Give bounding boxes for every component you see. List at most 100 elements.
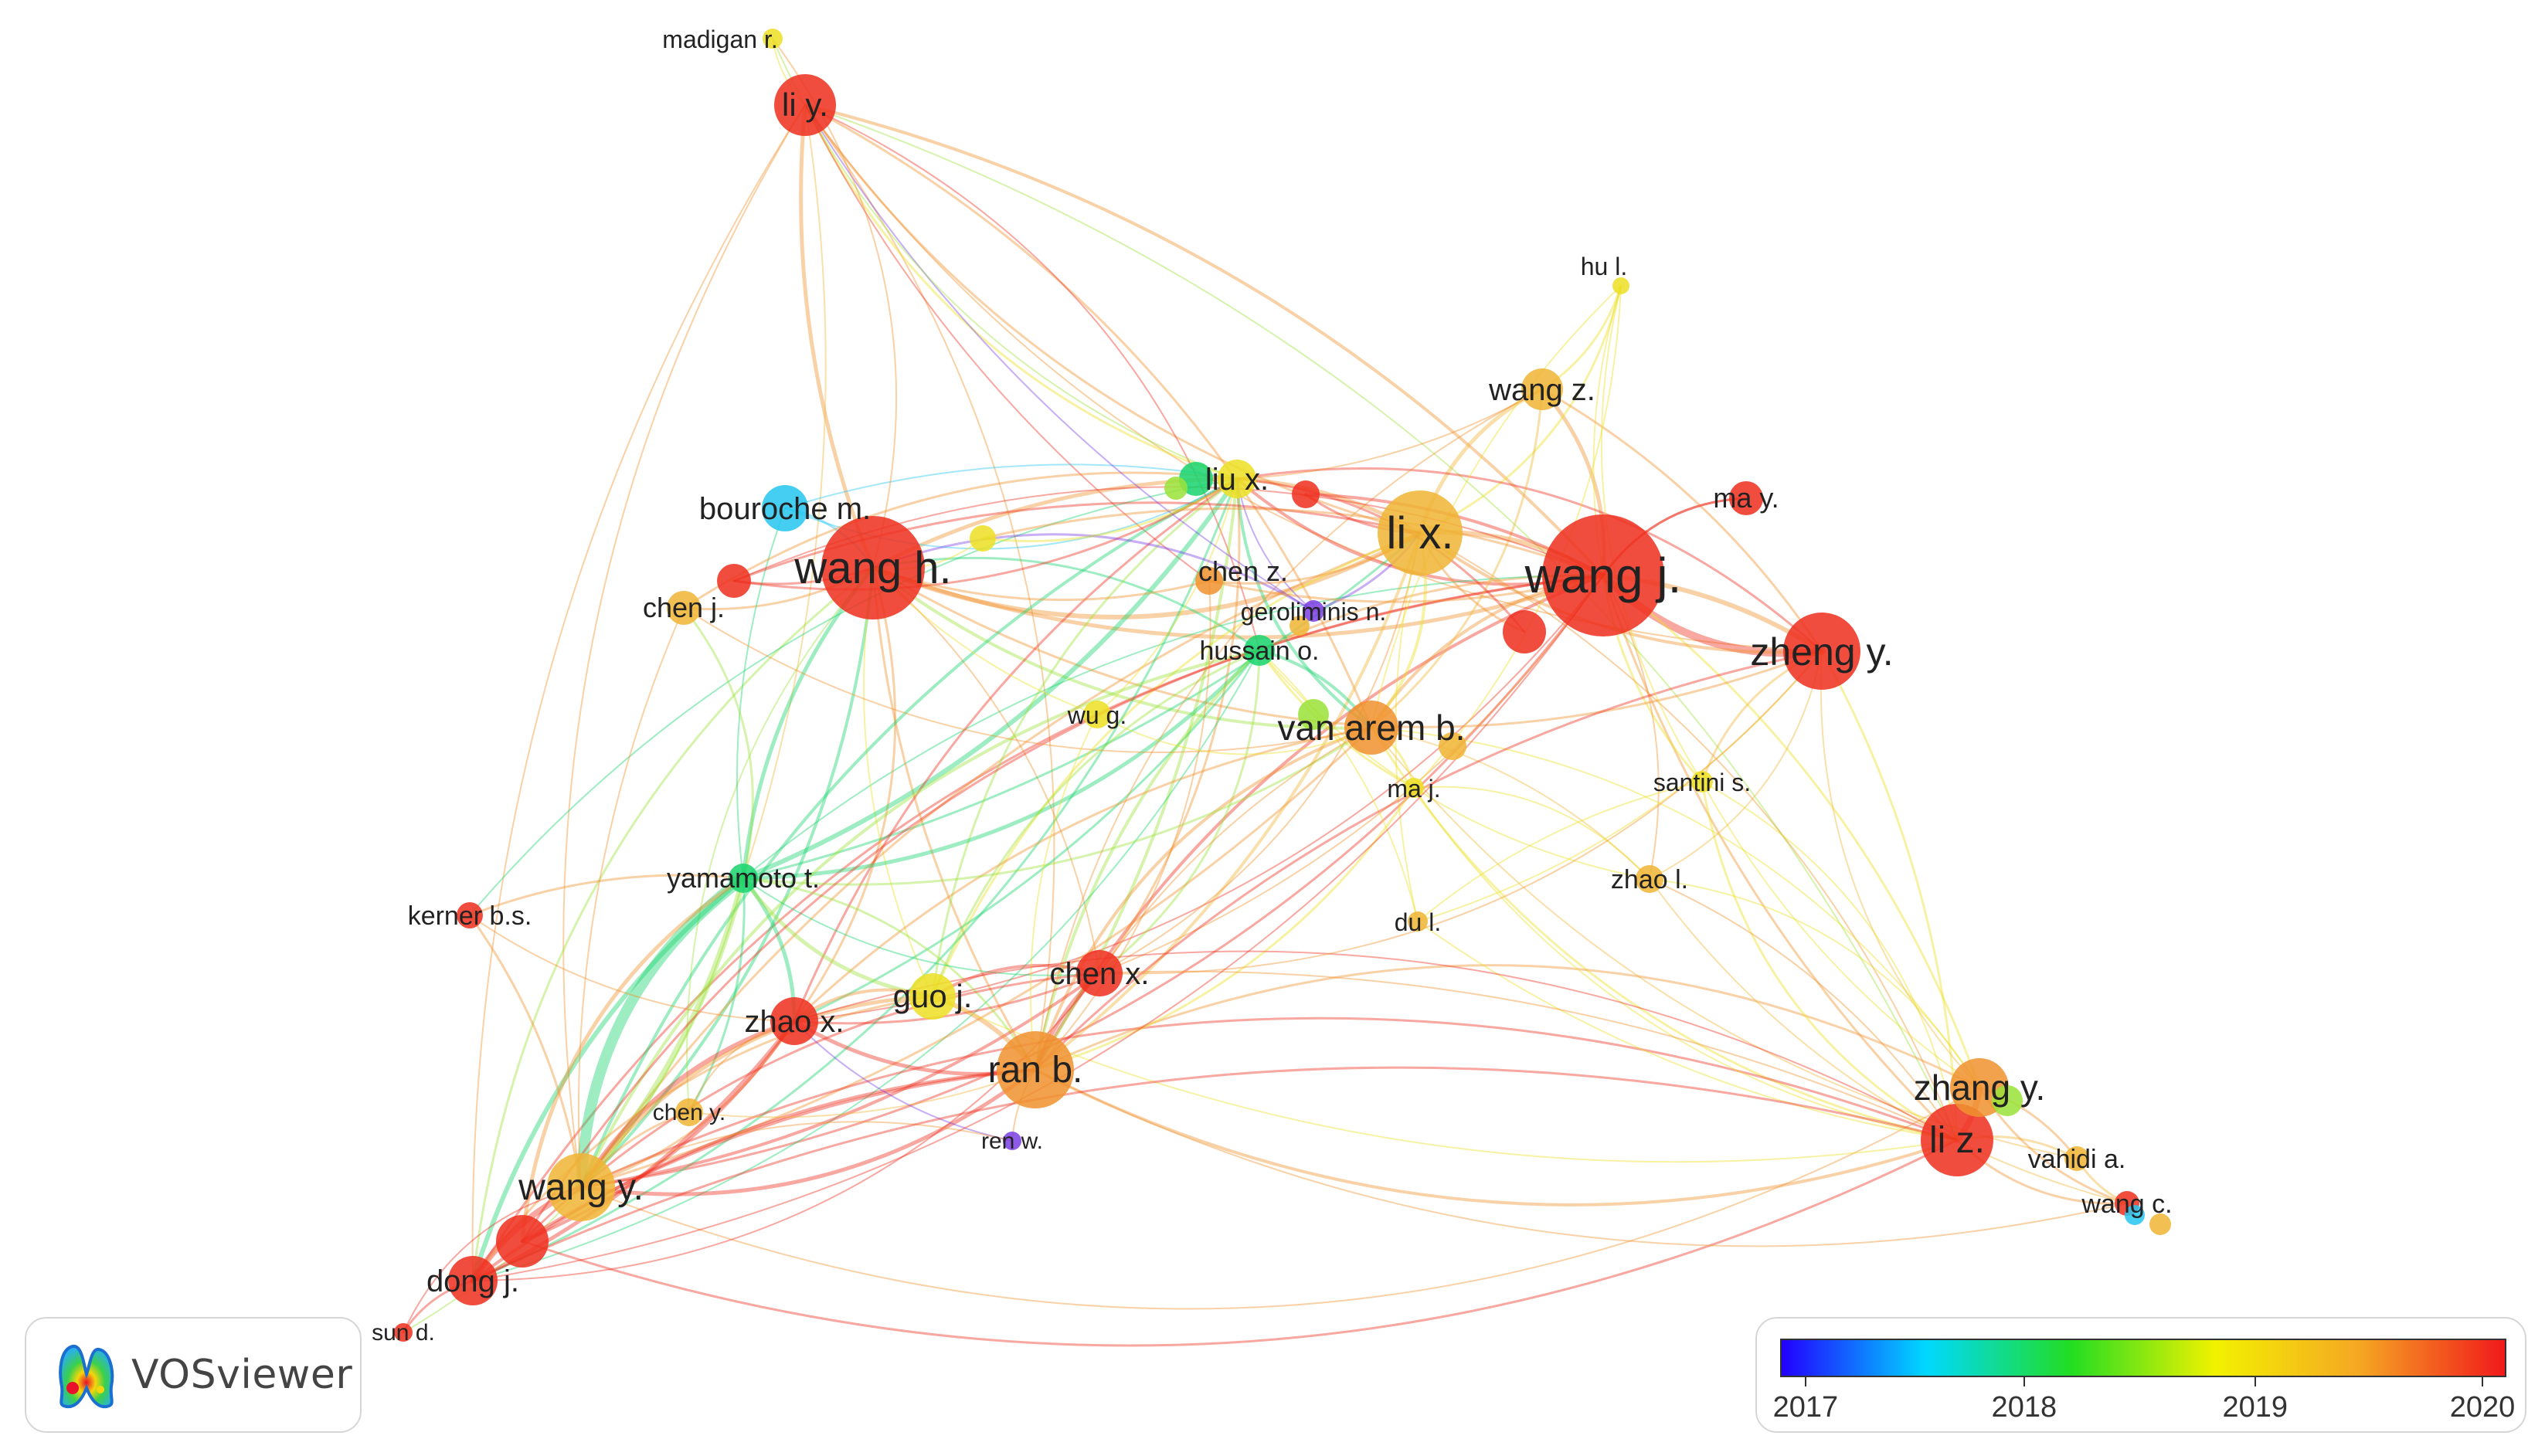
node-vahidi[interactable] xyxy=(2064,1146,2089,1171)
node-dongj[interactable] xyxy=(448,1256,498,1305)
link-wangj-dongj xyxy=(471,574,1605,1282)
node-vanarem[interactable] xyxy=(1344,701,1398,755)
link-wangy-ranb xyxy=(579,1067,1038,1196)
node-label-may: ma y. xyxy=(1713,482,1779,514)
link-liy-zhengy xyxy=(804,104,1823,652)
node-wangz[interactable] xyxy=(1521,368,1563,410)
node-zhaox[interactable] xyxy=(770,997,818,1045)
vosviewer-density-logo-icon xyxy=(59,1345,114,1409)
node-zhangy_b[interactable] xyxy=(1992,1085,2023,1116)
node-zhaol[interactable] xyxy=(1636,865,1663,893)
node-wangh[interactable] xyxy=(821,516,925,619)
legend-tick-label: 2017 xyxy=(1772,1391,1839,1424)
link-hussain-zhaox xyxy=(793,649,1261,1023)
link-zhengy-wangz xyxy=(1541,388,1823,653)
link-wangh-vanarem xyxy=(872,566,1373,730)
link-wangh-hussain xyxy=(872,556,1261,652)
node-wug[interactable] xyxy=(1083,701,1111,728)
node-cheny[interactable] xyxy=(675,1098,703,1126)
link-liy-wangh xyxy=(799,103,875,570)
link-wangh-guoj xyxy=(862,567,933,997)
link-chenj_b-liux xyxy=(732,477,1239,591)
node-chenj[interactable] xyxy=(667,591,701,625)
link-liy-ranb xyxy=(804,104,1055,1071)
link-liy-yamamoto xyxy=(742,104,827,879)
node-lix[interactable] xyxy=(1378,490,1463,575)
link-liy-chenz xyxy=(804,104,1210,582)
node-label-dongj: dong j. xyxy=(426,1264,519,1298)
link-renw-wangy xyxy=(580,1121,1013,1188)
node-liux_b[interactable] xyxy=(1179,462,1213,496)
node-geroliminis[interactable] xyxy=(1303,600,1324,622)
link-wangj-yamamoto xyxy=(742,574,1604,879)
node-hul[interactable] xyxy=(1612,277,1629,294)
network-nodes xyxy=(394,29,2171,1342)
node-wangc_c[interactable] xyxy=(2149,1213,2171,1235)
link-wangy-zhangy xyxy=(580,1087,1980,1310)
node-santini[interactable] xyxy=(1691,771,1713,792)
link-geroliminis-liy xyxy=(804,104,1314,612)
node-yamamoto[interactable] xyxy=(729,864,758,893)
node-bouroche[interactable] xyxy=(762,485,808,531)
node-wangj_b[interactable] xyxy=(1503,610,1546,653)
link-liux-bouroche xyxy=(784,463,1238,509)
node-label-vanarem: van arem b. xyxy=(1278,708,1466,748)
legend-tick-label: 2018 xyxy=(1991,1391,2057,1424)
vosviewer-logo-text: VOSviewer xyxy=(131,1352,353,1398)
link-maj-liz xyxy=(1413,787,1958,1141)
link-dul-liz xyxy=(1417,921,1958,1141)
link-liy-hussain xyxy=(804,104,1260,651)
node-label-wangj: wang j. xyxy=(1524,548,1682,603)
node-may[interactable] xyxy=(1729,481,1763,515)
node-yel[interactable] xyxy=(970,525,996,552)
link-wangh-zhaox xyxy=(793,566,897,1023)
node-liz[interactable] xyxy=(1921,1104,1993,1176)
node-hussain[interactable] xyxy=(1244,635,1275,666)
node-vanarem_b[interactable] xyxy=(1298,699,1329,730)
node-liux_d[interactable] xyxy=(1292,480,1320,508)
link-zhangy-zhaol xyxy=(1649,878,1980,1088)
node-madigan[interactable] xyxy=(763,29,783,49)
node-kerner[interactable] xyxy=(457,902,483,928)
node-wangy_b[interactable] xyxy=(496,1215,549,1268)
link-guoj-liz xyxy=(932,996,1958,1163)
node-guoj[interactable] xyxy=(909,973,956,1020)
node-wangc_b[interactable] xyxy=(2125,1205,2145,1225)
node-chenz[interactable] xyxy=(1195,567,1223,595)
node-label-dul: du l. xyxy=(1395,908,1441,936)
node-liux_c[interactable] xyxy=(1164,477,1188,500)
node-geroliminis_b[interactable] xyxy=(1289,616,1310,636)
node-vanarem_c[interactable] xyxy=(1439,732,1466,760)
link-vanarem-yamamoto xyxy=(742,726,1373,886)
node-label-zhaol: zhao l. xyxy=(1611,865,1688,894)
link-madigan-liux xyxy=(772,38,1238,480)
link-liux-wangy xyxy=(579,477,1239,1189)
link-yamamoto-wangy_b xyxy=(520,876,746,1244)
node-label-renw: ren w. xyxy=(981,1128,1043,1154)
node-sund[interactable] xyxy=(394,1323,413,1342)
node-chenj_b[interactable] xyxy=(717,564,751,598)
node-renw[interactable] xyxy=(1003,1132,1021,1150)
node-liux[interactable] xyxy=(1218,460,1256,498)
link-wangz-vanarem xyxy=(1370,388,1544,729)
link-yamamoto-wangy xyxy=(578,875,746,1190)
link-wangh-lix xyxy=(871,531,1422,619)
node-label-maj: ma j. xyxy=(1387,775,1440,803)
node-dul[interactable] xyxy=(1408,911,1428,932)
link-hussain-zhaol xyxy=(1259,650,1650,880)
link-liz-santini xyxy=(1701,780,1959,1142)
link-liux-zhaox xyxy=(793,477,1239,1023)
node-wangy[interactable] xyxy=(547,1153,615,1221)
node-wangj[interactable] xyxy=(1542,514,1664,636)
node-ranb[interactable] xyxy=(997,1031,1074,1108)
link-yamamoto-bouroche xyxy=(736,507,786,879)
node-chenx[interactable] xyxy=(1076,950,1123,996)
node-maj[interactable] xyxy=(1404,778,1424,798)
node-liy[interactable] xyxy=(774,74,836,136)
node-zhengy[interactable] xyxy=(1783,613,1860,690)
link-renw-zhaox xyxy=(793,1020,1013,1142)
link-wangz-liux xyxy=(1236,389,1543,480)
link-liux-wug xyxy=(1096,478,1238,715)
node-label-bouroche: bouroche m. xyxy=(699,492,871,526)
